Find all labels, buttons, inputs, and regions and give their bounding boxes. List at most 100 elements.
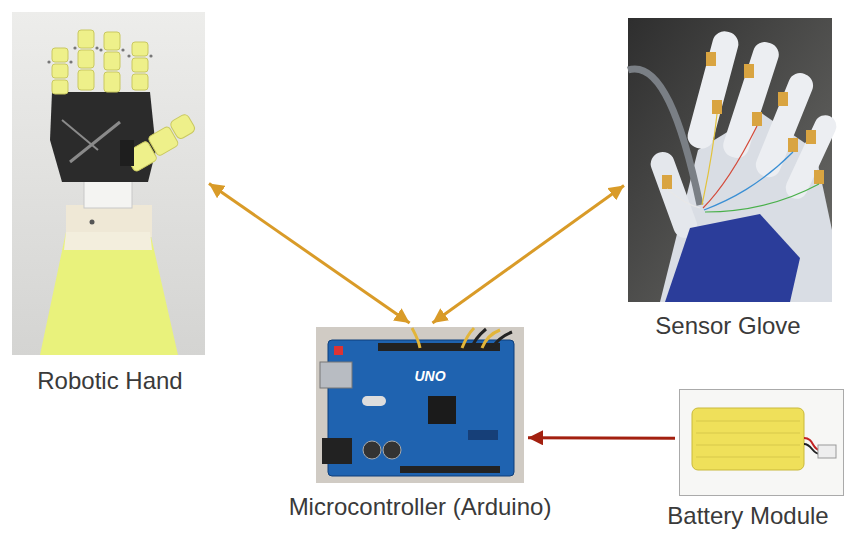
photo-part [662, 52, 824, 189]
arduino-photo [316, 327, 524, 483]
photo-part [362, 396, 386, 406]
photo-part [665, 214, 800, 302]
photo-part [703, 126, 757, 208]
photo-part [47, 60, 50, 63]
photo-part [120, 140, 134, 166]
photo-part [705, 184, 819, 212]
photo-part [706, 52, 716, 66]
photo-frame [628, 18, 832, 302]
photo-part [132, 74, 148, 90]
photo-part [169, 113, 196, 140]
board-marking: UNO [414, 369, 445, 383]
photo-part [62, 120, 98, 150]
photo-part [363, 441, 381, 459]
photo-part [99, 48, 102, 51]
photo-part [132, 58, 148, 72]
arrow [528, 436, 675, 439]
photo-part [482, 330, 500, 348]
photo-node: Sensor Glove [628, 18, 832, 340]
photo-part [752, 112, 762, 126]
photo-part [47, 46, 152, 63]
robotic-hand-photo [12, 12, 205, 355]
photo-frame [316, 327, 524, 483]
photo-part [78, 50, 94, 68]
photo-node: Battery Module [667, 389, 844, 530]
photo-part [492, 332, 512, 348]
battery-photo [680, 390, 844, 496]
photo-part [334, 346, 343, 355]
photo-part [814, 170, 824, 184]
caption-block: Sensor Glove [655, 18, 800, 340]
photo-part [788, 138, 798, 152]
photo-part [104, 72, 120, 92]
photo-part [52, 64, 68, 78]
photo-part [696, 457, 800, 458]
photo-part [412, 328, 512, 348]
photo-part [70, 122, 120, 162]
photo-part [428, 396, 456, 424]
node-caption: Battery Module [667, 502, 828, 530]
photo-frame [12, 12, 205, 355]
photo-part [40, 232, 178, 355]
photo-part [104, 52, 120, 70]
photo-part [328, 340, 514, 476]
photo-part [121, 48, 124, 51]
photo-part [680, 390, 844, 496]
photo-part [696, 433, 800, 434]
photo-part [696, 421, 800, 457]
caption-block: Robotic Hand [37, 12, 182, 395]
photo-part [132, 42, 148, 56]
connector-group [209, 184, 675, 439]
photo-part [95, 46, 98, 49]
photo-part [818, 445, 836, 458]
photo-part [52, 48, 68, 62]
photo-part [702, 114, 717, 205]
photo-part [782, 112, 840, 203]
photo-part [149, 54, 152, 57]
photo-node: Microcontroller (Arduino) [289, 327, 552, 521]
photo-part [52, 30, 148, 94]
photo-part [400, 466, 500, 473]
double-arrow [209, 184, 410, 324]
photo-part [316, 327, 524, 483]
photo-part [806, 130, 816, 144]
photo-part [667, 114, 819, 212]
photo-part [412, 328, 420, 348]
photo-part [73, 46, 76, 49]
photo-part [628, 69, 700, 205]
photo-part [90, 220, 95, 225]
photo-part [322, 438, 352, 464]
caption-block: Battery Module [667, 389, 828, 530]
node-caption: Sensor Glove [655, 312, 800, 340]
photo-part [104, 32, 120, 50]
photo-part [468, 430, 498, 440]
caption-block: Microcontroller (Arduino) [289, 327, 552, 521]
node-caption: Robotic Hand [37, 367, 182, 395]
photo-part [127, 54, 130, 57]
sensor-glove-photo [628, 18, 840, 302]
photo-part [320, 362, 352, 388]
photo-part [712, 100, 722, 114]
photo-part [778, 92, 788, 106]
photo-node: Robotic Hand [12, 12, 205, 395]
photo-part [12, 12, 205, 355]
photo-part [383, 441, 401, 459]
photo-part [84, 178, 132, 208]
node-caption: Microcontroller (Arduino) [289, 493, 552, 521]
photo-part [744, 64, 754, 78]
photo-part [69, 60, 72, 63]
double-arrow [432, 186, 624, 323]
photo-part [78, 70, 94, 90]
photo-part [78, 30, 94, 48]
photo-part [667, 189, 700, 208]
photo-part [64, 232, 152, 250]
photo-part [696, 421, 800, 422]
photo-part [52, 80, 68, 94]
photo-frame [679, 389, 844, 496]
photo-part [692, 408, 804, 470]
photo-part [662, 175, 672, 189]
photo-part [696, 445, 800, 446]
